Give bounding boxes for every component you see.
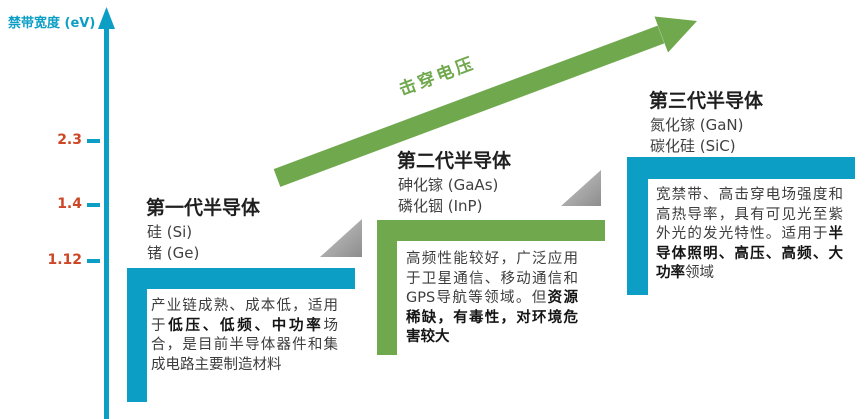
generation-3-description: 宽禁带、高击穿电场强度和高热导率，具有可见光至紫外光的发光特性。适用于半导体照明… — [656, 187, 843, 281]
step-up-triangle-icon — [561, 170, 601, 206]
generation-2-title: 第二代半导体 — [397, 150, 512, 172]
accent-bar-vertical — [127, 268, 147, 402]
generation-3-title: 第三代半导体 — [649, 90, 764, 112]
material-item: 硅 (Si) — [147, 223, 193, 241]
accent-bar-vertical — [377, 220, 397, 355]
accent-bar-horizontal — [127, 268, 355, 289]
y-axis-arrowhead-icon — [98, 7, 115, 29]
material-item: 氮化镓 (GaN) — [650, 116, 744, 134]
material-item: 碳化硅 (SiC) — [650, 137, 736, 155]
tick-label-1-4: 1.4 — [57, 196, 82, 212]
generation-1-description: 产业链成熟、成本低，适用于低压、低频、中功率场合，是目前半导体器件和集成电路主要… — [151, 298, 338, 373]
tick-label-1-12: 1.12 — [47, 252, 82, 268]
y-axis-label: 禁带宽度 (eV) — [8, 16, 96, 31]
generation-1-title: 第一代半导体 — [146, 197, 261, 219]
step-up-triangle-icon — [320, 219, 362, 257]
trend-arrowhead-icon — [654, 16, 697, 53]
material-item: 磷化铟 (InP) — [398, 197, 483, 215]
trend-arrow-shaft — [273, 25, 665, 187]
generation-2-description: 高频性能较好，广泛应用于卫星通信、移动通信和GPS导航等领域。但资源稀缺，有毒性… — [406, 251, 579, 345]
material-item: 砷化镓 (GaAs) — [398, 176, 499, 194]
tick-label-2-3: 2.3 — [57, 132, 82, 148]
accent-bar-horizontal — [627, 157, 855, 179]
accent-bar-vertical — [627, 157, 648, 295]
accent-bar-horizontal — [377, 220, 605, 241]
material-item: 锗 (Ge) — [147, 244, 200, 262]
